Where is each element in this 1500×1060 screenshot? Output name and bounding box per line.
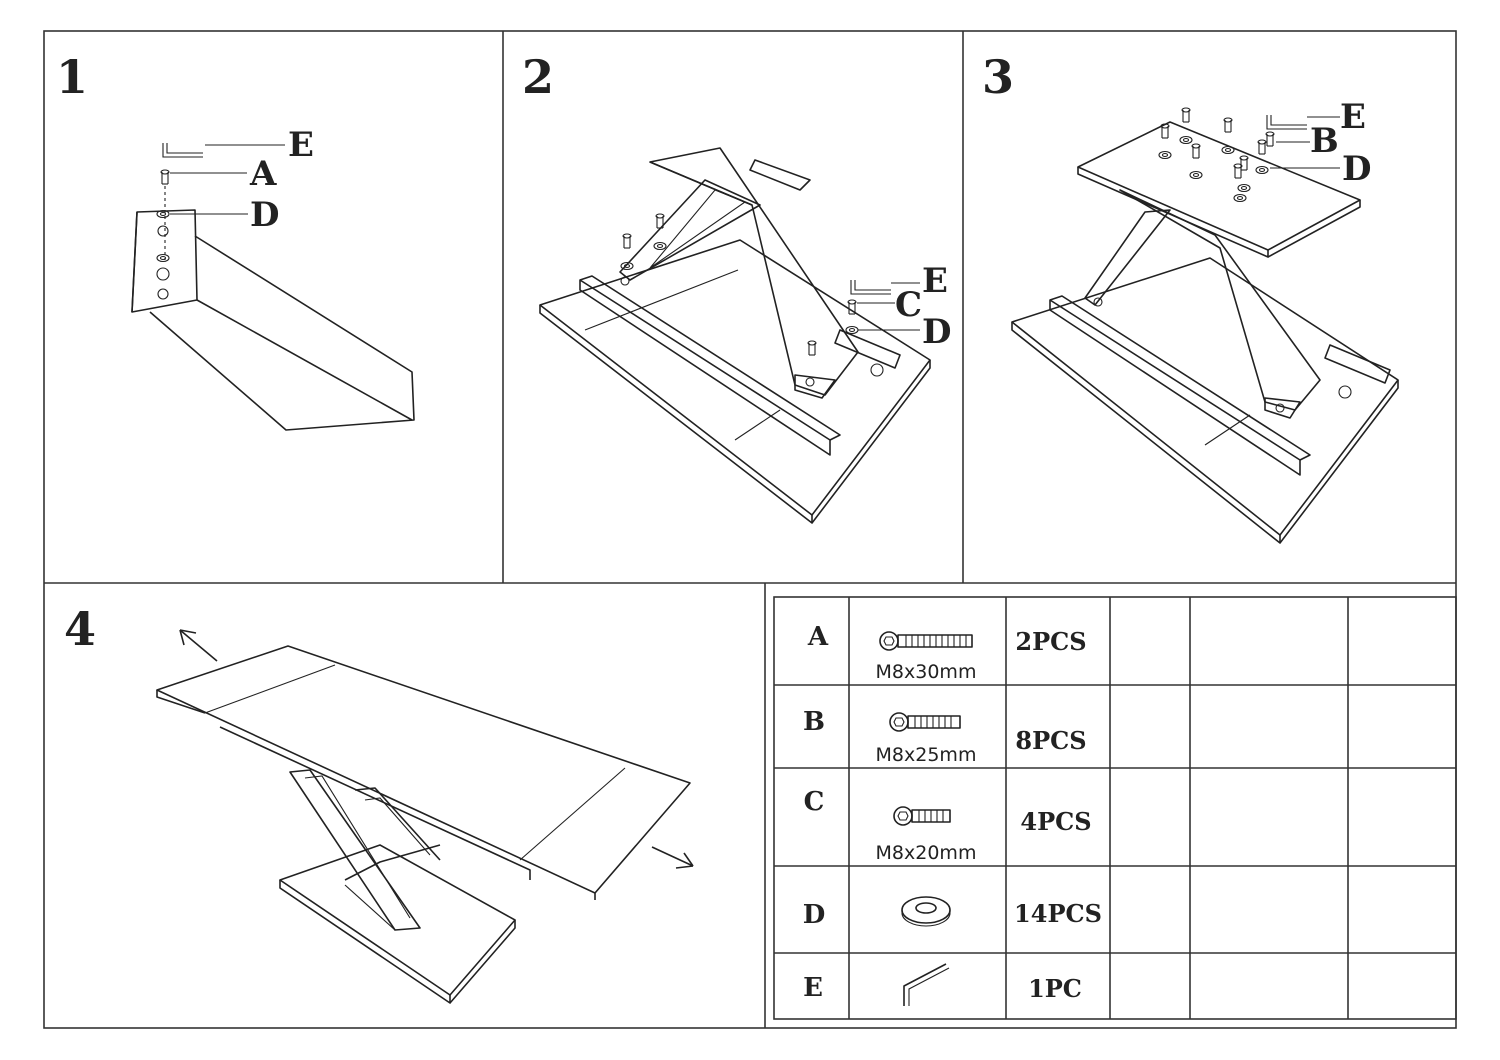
part-size: M8x20mm: [876, 842, 977, 864]
step-3-number: 3: [982, 50, 1014, 104]
part-size: M8x25mm: [876, 744, 977, 766]
part-quantity: 4PCS: [1020, 807, 1091, 836]
parts-row-d: D 14PCS: [803, 896, 1102, 930]
washer-icon: [1158, 135, 1269, 203]
allen-key-icon: [903, 963, 950, 1006]
part-letter: D: [803, 900, 826, 930]
step-2-illustration: E C D: [539, 147, 951, 524]
callout-c: C: [895, 285, 922, 325]
page-frame: [43, 30, 1457, 1029]
base-rail: [1049, 295, 1391, 476]
screw-icon: [893, 806, 951, 826]
callout-e: E: [288, 125, 314, 165]
part-letter: C: [804, 787, 825, 817]
washer-icon: [901, 896, 951, 927]
x-leg-frame: [289, 769, 441, 931]
step-4-number: 4: [64, 602, 96, 656]
part-quantity: 8PCS: [1015, 726, 1086, 755]
extension-arrow-left: [179, 629, 218, 662]
screw-icon: [889, 712, 961, 732]
washer-icon: [156, 209, 248, 263]
callout-d: D: [922, 312, 951, 352]
extended-table: [156, 645, 691, 900]
callout-d: D: [250, 195, 279, 235]
leg-bracket: [131, 209, 415, 431]
step-3-illustration: E B D: [1011, 97, 1399, 544]
mounting-plate: [1077, 121, 1361, 258]
part-letter: B: [803, 707, 825, 737]
part-quantity: 1PC: [1028, 974, 1082, 1003]
step-1-number: 1: [56, 50, 88, 104]
callout-b: B: [1310, 121, 1339, 161]
parts-row-b: B M8x25mm 8PCS: [803, 707, 1087, 766]
part-quantity: 14PCS: [1014, 899, 1102, 928]
x-leg-frame: [1084, 189, 1321, 419]
parts-table: A M8x30mm 2PCS B M8x25mm 8PCS C: [773, 596, 1457, 1020]
callout-e: E: [1340, 97, 1366, 137]
screw-icon: [622, 213, 857, 356]
parts-row-e: E 1PC: [803, 963, 1082, 1006]
part-letter: A: [807, 622, 829, 652]
table-base: [279, 844, 516, 1004]
allen-key-icon: [162, 142, 285, 158]
base-rail: [579, 159, 901, 456]
extension-arrow-right: [651, 846, 694, 869]
part-quantity: 2PCS: [1015, 627, 1086, 656]
table-top-upside-down: [539, 239, 931, 524]
callout-e: E: [922, 261, 948, 301]
step-1-illustration: E A D: [131, 125, 415, 431]
part-size: M8x30mm: [876, 661, 977, 683]
screw-icon: [879, 631, 973, 651]
parts-row-c: C M8x20mm 4PCS: [804, 787, 1092, 864]
callout-a: A: [249, 154, 277, 194]
step-4-illustration: [156, 629, 694, 1004]
washer-icon: [620, 241, 859, 335]
allen-key-icon: [850, 279, 920, 295]
part-letter: E: [803, 973, 823, 1003]
parts-row-a: A M8x30mm 2PCS: [807, 622, 1087, 683]
screw-icon: [160, 169, 247, 260]
step-2-number: 2: [522, 50, 554, 104]
allen-key-icon: [1266, 114, 1340, 130]
callout-d: D: [1342, 149, 1371, 189]
table-top-upside-down: [1011, 257, 1399, 544]
x-leg-frame: [619, 147, 859, 399]
